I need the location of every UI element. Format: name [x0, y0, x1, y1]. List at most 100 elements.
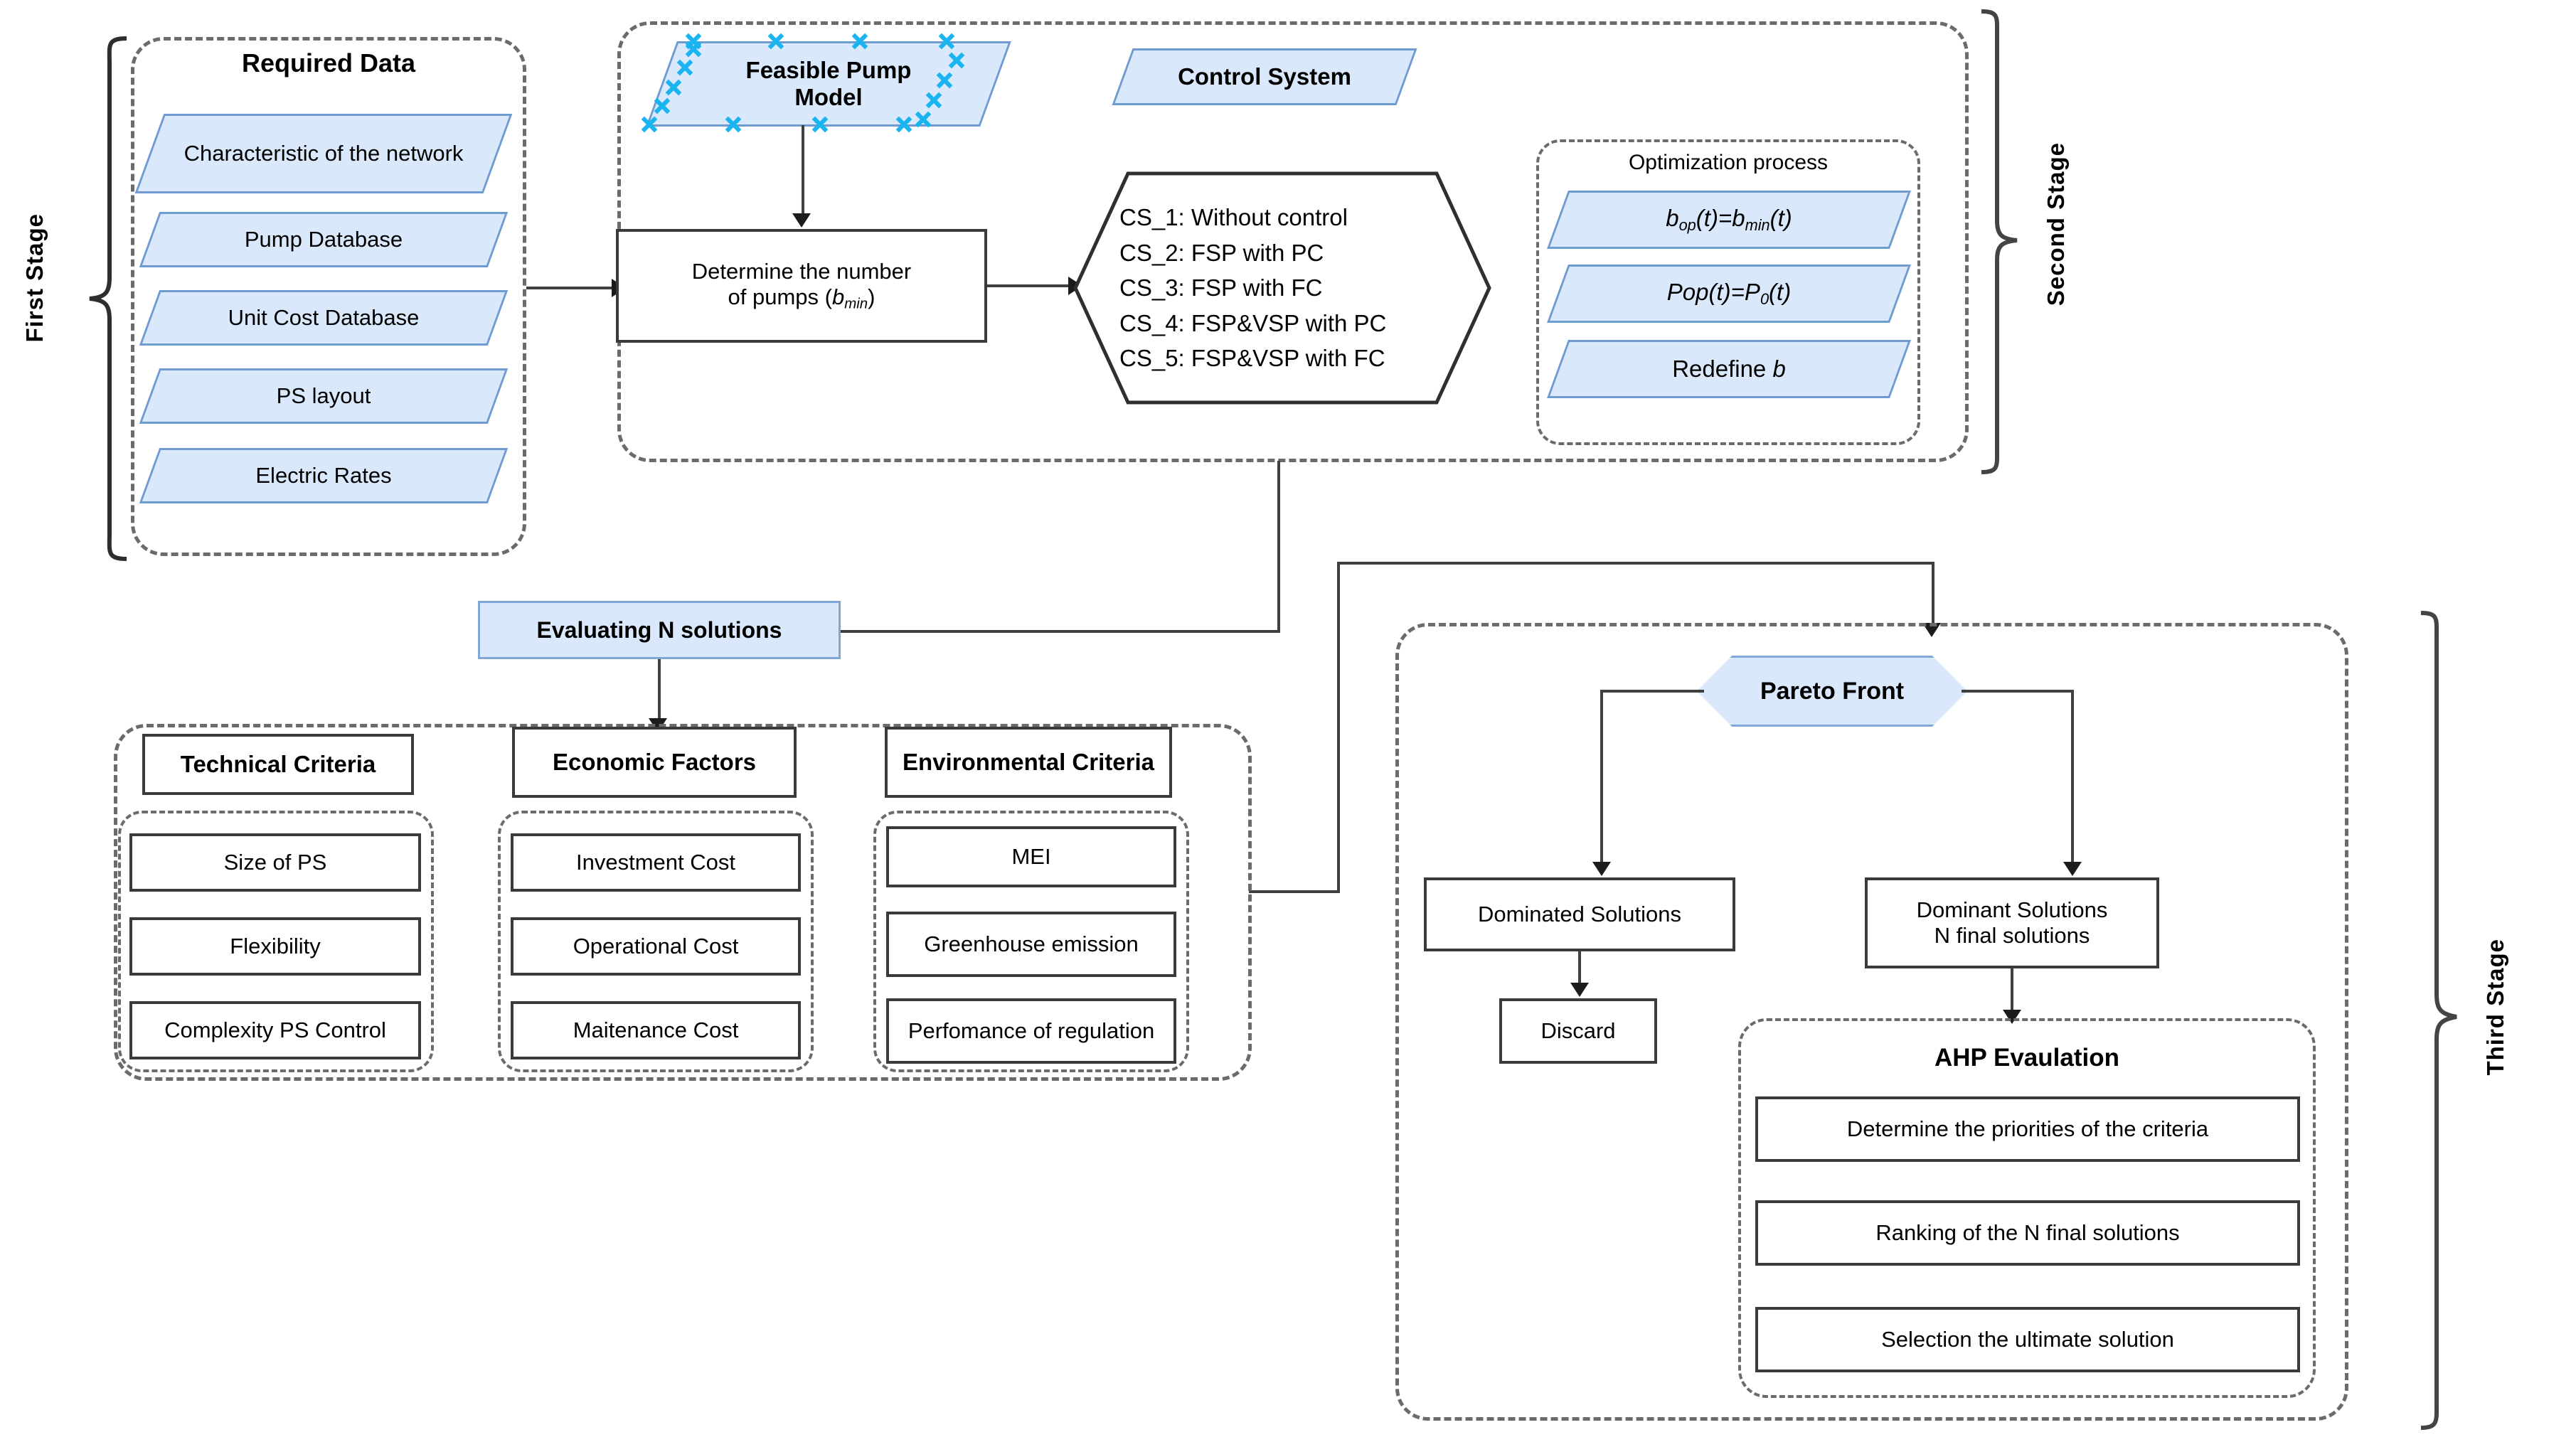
data-item-characteristic: Characteristic of the network [134, 114, 513, 193]
control-system-hexagon: CS_1: Without control CS_2: FSP with PC … [1073, 171, 1492, 405]
criteria-item-complexity-ps-control: Complexity PS Control [129, 1001, 421, 1059]
data-item-unit-cost-database: Unit Cost Database [139, 290, 509, 346]
pareto-front-hexagon[interactable]: Pareto Front [1697, 656, 1967, 727]
criteria-group [114, 724, 1252, 1081]
connector-pareto-left [1600, 690, 1704, 693]
selection-handle-icon[interactable] [851, 32, 869, 50]
data-item-label: Pump Database [244, 227, 403, 252]
criteria-item-label: Investment Cost [576, 850, 735, 875]
second-stage-label: Second Stage [2043, 142, 2069, 306]
selection-handle-icon[interactable] [925, 91, 943, 110]
arrowhead-to-dominant [2063, 862, 2082, 876]
selection-handle-icon[interactable] [937, 32, 956, 50]
criteria-item-greenhouse-emission: Greenhouse emission [886, 912, 1176, 977]
selection-handle-icon[interactable] [653, 97, 671, 115]
determine-line1: Determine the number [691, 259, 912, 284]
connector-first-to-second [526, 287, 617, 289]
data-item-label: Unit Cost Database [228, 305, 420, 331]
connector-branch-right-down [1932, 562, 1934, 630]
criteria-header-technical: Technical Criteria [142, 734, 414, 795]
connector-pump-to-determine [802, 125, 804, 218]
selection-handle-icon[interactable] [935, 71, 954, 90]
ahp-item-selection: Selection the ultimate solution [1755, 1307, 2300, 1372]
required-data-title: Required Data [241, 48, 416, 78]
discard-box: Discard [1499, 998, 1657, 1064]
control-system-item: CS_3: FSP with FC [1119, 274, 1323, 301]
data-item-label: PS layout [276, 383, 371, 409]
criteria-item-label: Greenhouse emission [924, 931, 1139, 957]
selection-handle-icon[interactable] [811, 115, 829, 134]
ahp-item-ranking: Ranking of the N final solutions [1755, 1200, 2300, 1266]
criteria-item-label: Perfomance of regulation [908, 1018, 1155, 1044]
control-system-item: CS_1: Without control [1119, 204, 1348, 231]
optimization-item-bop: bop(t)=bmin(t) [1547, 191, 1911, 249]
criteria-item-label: Operational Cost [573, 934, 739, 959]
criteria-header-economic: Economic Factors [512, 727, 797, 798]
first-stage-brace [85, 36, 129, 562]
arrowhead-into-third-stage [1922, 623, 1941, 637]
first-stage-group [131, 37, 526, 556]
criteria-items-group-technical [118, 811, 434, 1072]
criteria-item-perfomance-of-regulation: Perfomance of regulation [886, 998, 1176, 1064]
selection-handle-icon[interactable] [724, 115, 743, 134]
selection-handle-icon[interactable] [676, 58, 694, 77]
control-system-label-shape: Control System [1112, 48, 1417, 105]
criteria-items-group-economic [498, 811, 814, 1072]
selection-handle-icon[interactable] [684, 40, 703, 58]
arrowhead-to-discard [1570, 983, 1589, 997]
pareto-front-label: Pareto Front [1760, 677, 1905, 705]
dominant-solutions-line1: Dominant Solutions [1916, 897, 2108, 923]
data-item-label: Electric Rates [255, 463, 392, 488]
criteria-header-environmental: Environmental Criteria [885, 727, 1172, 798]
dominated-solutions-label: Dominated Solutions [1477, 902, 1682, 927]
dominant-solutions-line2: N final solutions [1934, 923, 2090, 948]
control-system-item: CS_5: FSP&VSP with FC [1119, 345, 1385, 372]
connector-second-to-evaluating [687, 630, 1280, 633]
connector-branch-left-down [1337, 562, 1340, 893]
determine-number-of-pumps-box: Determine the number of pumps (bmin) [616, 229, 987, 343]
second-stage-brace [1977, 9, 2021, 478]
data-item-ps-layout: PS layout [139, 368, 509, 424]
third-stage-label: Third Stage [2482, 939, 2508, 1076]
optimization-process-title: Optimization process [1628, 151, 1829, 174]
criteria-item-investment-cost: Investment Cost [511, 833, 801, 892]
criteria-item-mei: MEI [886, 826, 1176, 887]
discard-label: Discard [1540, 1018, 1616, 1044]
connector-dominated-to-discard [1578, 951, 1581, 987]
ahp-item-label: Ranking of the N final solutions [1875, 1220, 2180, 1246]
connector-determine-to-control [987, 284, 1074, 287]
criteria-item-label: Maitenance Cost [573, 1018, 739, 1043]
selection-handle-icon[interactable] [767, 32, 785, 50]
criteria-header-label: Environmental Criteria [903, 748, 1154, 775]
selection-handle-icon[interactable] [895, 115, 913, 134]
evaluating-n-solutions-label: Evaluating N solutions [536, 616, 782, 643]
ahp-evaluation-title: AHP Evaulation [1934, 1044, 2119, 1072]
criteria-header-label: Economic Factors [552, 748, 757, 775]
ahp-item-label: Selection the ultimate solution [1881, 1327, 2174, 1352]
evaluating-n-solutions-box[interactable]: Evaluating N solutions [478, 601, 841, 659]
criteria-item-label: MEI [1011, 844, 1051, 870]
arrowhead-to-dominated [1592, 862, 1611, 876]
criteria-item-size-of-ps: Size of PS [129, 833, 421, 892]
optimization-item-label: Pop(t)=P0(t) [1666, 279, 1792, 309]
criteria-item-maitenance-cost: Maitenance Cost [511, 1001, 801, 1059]
third-stage-group [1395, 623, 2348, 1421]
ahp-item-determine-priorities: Determine the priorities of the criteria [1755, 1096, 2300, 1162]
first-stage-label: First Stage [21, 213, 48, 343]
third-stage-brace [2417, 610, 2461, 1435]
dominated-solutions-box: Dominated Solutions [1424, 877, 1735, 951]
data-item-label: Characteristic of the network [183, 141, 464, 166]
selection-handle-icon[interactable] [640, 115, 659, 134]
data-item-electric-rates: Electric Rates [139, 448, 509, 503]
selection-handle-icon[interactable] [914, 110, 932, 129]
connector-pareto-left-down [1600, 690, 1603, 867]
optimization-item-pop: Pop(t)=P0(t) [1547, 265, 1911, 323]
criteria-item-label: Size of PS [223, 850, 327, 875]
optimization-item-redefine: Redefine b [1547, 340, 1911, 398]
ahp-evaluation-group [1738, 1018, 2316, 1398]
selection-handle-icon[interactable] [947, 51, 966, 70]
selection-handle-icon[interactable] [664, 78, 683, 97]
connector-second-down [1277, 461, 1280, 633]
